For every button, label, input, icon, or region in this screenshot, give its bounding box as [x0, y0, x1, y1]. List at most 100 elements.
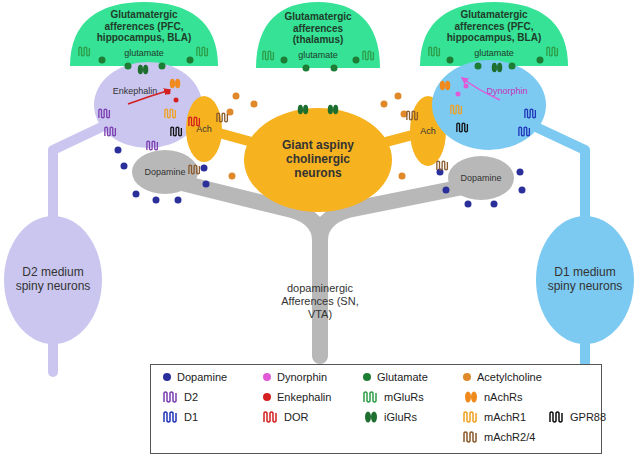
legend-text: GPR88 — [570, 411, 606, 423]
legend-swatch — [463, 373, 471, 381]
machr24-receptor — [407, 111, 418, 120]
neurite-connector — [53, 127, 102, 216]
d2-receptor — [105, 127, 116, 136]
legend-item: mAchR1 — [463, 411, 526, 423]
node-content: Dynorphin — [432, 60, 546, 150]
receptor-symbol — [164, 412, 176, 422]
glutamatergic-terminal-fill — [70, 2, 218, 66]
machr24-receptor — [189, 165, 200, 174]
enkephalin-dot — [174, 98, 179, 103]
gpr88-receptor — [171, 127, 182, 136]
legend-text: Dopamine — [177, 371, 227, 383]
legend-item: Dynorphin — [263, 371, 327, 383]
machr1-receptor — [165, 109, 176, 118]
glutamate-dot — [353, 57, 360, 64]
node-title: D2 medium spiny neurons — [12, 266, 94, 294]
node-content: Enkephalin — [94, 62, 202, 148]
dopamine-dot — [201, 165, 208, 172]
node-content: Ach — [186, 96, 222, 162]
glutamate-dot — [187, 57, 194, 64]
machr24-receptor — [437, 161, 448, 170]
legend-text: Glutamate — [377, 371, 428, 383]
dopaminergic-terminal: Dopamine — [448, 156, 514, 200]
legend-symbol — [263, 411, 279, 423]
dopaminergic-terminal-fill — [448, 156, 514, 200]
glutamate-dot — [159, 63, 166, 70]
legend-symbol — [163, 391, 179, 403]
mglur-receptor — [263, 51, 274, 60]
nachr-channel — [170, 79, 181, 89]
node-content: D1 medium spiny neurons — [536, 216, 634, 344]
dopamine-dot — [443, 187, 450, 194]
legend-text: nAchRs — [484, 391, 523, 403]
node-title: Giant aspiny cholinergic neurons — [262, 139, 374, 180]
legend-text: Enkephalin — [277, 391, 331, 403]
glutamate-dot — [447, 57, 454, 64]
legend-symbol — [463, 411, 479, 423]
legend-text: mAchR1 — [484, 411, 526, 423]
dopamine-dot — [115, 147, 122, 154]
legend-swatch — [163, 373, 171, 381]
legend-item: Dopamine — [163, 371, 227, 383]
gpr88-receptor — [457, 123, 468, 132]
legend-text: Acetylcholine — [477, 371, 542, 383]
channel-symbol — [365, 412, 377, 423]
legend-item: nAchRs — [463, 391, 523, 403]
enkephalin-spine-fill — [94, 62, 202, 148]
legend-text: D1 — [184, 411, 198, 423]
legend-text: DOR — [284, 411, 308, 423]
iglur-channel — [328, 105, 339, 115]
dopamine-dot — [203, 181, 210, 188]
machr1-receptor — [451, 105, 462, 114]
dopaminergic-terminal: Dopamine — [132, 150, 198, 194]
receptor-symbol — [464, 432, 476, 442]
enkephalin-arrow — [128, 90, 170, 104]
d2-msn-soma-fill — [4, 216, 102, 344]
glutamate-dot — [537, 57, 544, 64]
dopamine-dot — [519, 187, 526, 194]
legend-item: DOR — [263, 411, 308, 423]
mglur-receptor — [79, 47, 90, 56]
receptor-symbol — [364, 392, 376, 402]
mglur-receptor — [547, 47, 558, 56]
cholinergic-terminal: Ach — [186, 96, 222, 162]
node-subtext: glutamate — [124, 48, 164, 58]
node-title: Ach — [420, 126, 436, 136]
d1-msn-soma: D1 medium spiny neurons — [536, 216, 634, 344]
legend-item: iGluRs — [363, 411, 417, 423]
glutamate-dot — [509, 63, 516, 70]
legend-swatch — [263, 373, 271, 381]
neurite-connector — [538, 128, 585, 216]
dopamine-dot — [517, 169, 524, 176]
node-content: D2 medium spiny neurons — [4, 216, 102, 344]
legend-swatch — [363, 373, 371, 381]
dopaminergic-terminal-fill — [132, 150, 198, 194]
mglur-receptor — [197, 47, 208, 56]
receptor-symbol — [464, 412, 476, 422]
d1-receptor — [525, 109, 536, 118]
enkephalin-spine-outline — [94, 62, 202, 148]
node-subtext: glutamate — [298, 50, 338, 60]
glutamatergic-terminal: Glutamatergic afferences (PFC, hippocamp… — [420, 2, 568, 66]
acetylcholine-dot — [381, 101, 388, 108]
node-title: Glutamatergic afferences (PFC, hippocamp… — [436, 9, 552, 44]
acetylcholine-dot — [227, 109, 234, 116]
node-title: Glutamatergic afferences (PFC, hippocamp… — [86, 9, 202, 44]
machr24-receptor — [217, 113, 228, 122]
node-content: Dopamine — [132, 150, 198, 194]
acetylcholine-dot — [229, 173, 236, 180]
dor-receptor — [189, 117, 200, 126]
dynorphin-arrow — [462, 78, 500, 100]
legend-item: D2 — [163, 391, 198, 403]
glutamate-dot — [331, 65, 338, 72]
dopamine-dot — [437, 169, 444, 176]
node-title: Dopamine — [144, 167, 185, 177]
node-subtext: glutamate — [474, 48, 514, 58]
acetylcholine-dot — [251, 101, 258, 108]
glutamate-dot — [99, 57, 106, 64]
glutamate-dot — [475, 63, 482, 70]
glutamate-dot — [125, 63, 132, 70]
iglur-channel — [138, 65, 149, 75]
legend-text: mAchR2/4 — [484, 431, 535, 443]
